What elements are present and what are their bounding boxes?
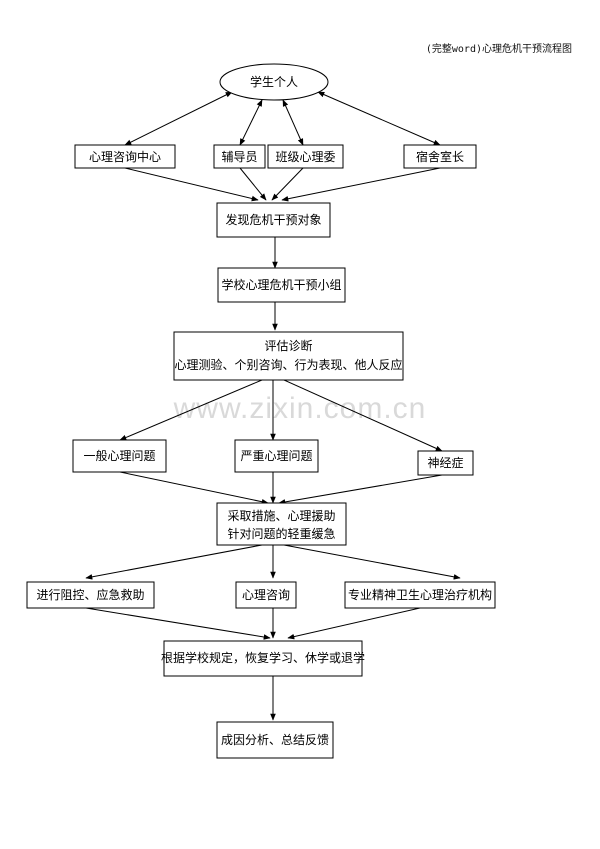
node-serious-label: 严重心理问题 [240,449,312,463]
edge-neurosis-measures [278,474,443,505]
edge-dorm-head-identify [281,167,441,202]
node-consult: 心理咨询 [235,581,297,609]
node-institution-label: 专业精神卫生心理治疗机构 [348,587,492,602]
node-counselor-label: 辅导员 [221,150,257,164]
node-emergency-label: 进行阻控、应急救助 [36,587,144,602]
node-consult-label: 心理咨询 [242,587,290,602]
node-summary: 成因分析、总结反馈 [216,721,334,759]
node-student: 学生个人 [219,63,329,101]
node-summary-label: 成因分析、总结反馈 [221,733,329,747]
node-measures: 采取措施、心理援助 针对问题的轻重缓急 [216,502,347,546]
edge-student-class-committee [282,99,304,146]
node-general: 一般心理问题 [72,439,167,473]
node-counseling-center-label: 心理咨询中心 [89,149,161,164]
node-assess-label-2: 心理测验、个别咨询、行为表现、他人反应 [174,357,402,372]
node-student-label: 学生个人 [250,74,298,89]
node-counseling-center: 心理咨询中心 [74,144,176,169]
edge-institution-outcome [287,607,421,640]
document-header: (完整word)心理危机干预流程图 [425,44,572,55]
node-school-group: 学校心理危机干预小组 [217,267,346,303]
edge-counselor-identify [239,167,267,201]
node-serious: 严重心理问题 [234,439,319,473]
node-general-label: 一般心理问题 [83,448,155,463]
edge-counseling-center-identify [124,167,259,202]
watermark: www.zixin.com.cn [173,392,427,425]
node-neurosis-label: 神经症 [427,455,463,470]
node-counselor: 辅导员 [213,144,266,169]
node-dorm-head-label: 宿舍室长 [416,149,464,164]
edge-student-dorm-head [317,91,441,146]
edge-measures-institution [283,544,461,580]
node-emergency: 进行阻控、应急救助 [26,581,155,609]
edges [85,91,461,721]
node-measures-label-2: 针对问题的轻重缓急 [227,526,335,541]
node-identify: 发现危机干预对象 [216,202,331,238]
edge-general-measures [119,471,269,505]
node-class-committee-label: 班级心理委 [275,150,335,164]
edge-student-counselor [239,99,263,146]
node-assess-label-1: 评估诊断 [264,338,312,353]
edge-assess-neurosis [283,379,443,452]
edge-assess-general [119,379,263,441]
node-outcome-label: 根据学校规定，恢复学习、休学或退学 [161,650,365,665]
node-class-committee: 班级心理委 [267,144,344,169]
node-school-group-label: 学校心理危机干预小组 [221,277,341,292]
edge-measures-emergency [85,544,263,580]
node-dorm-head: 宿舍室长 [403,144,477,169]
edge-student-counseling-center [124,91,233,146]
node-identify-label: 发现危机干预对象 [225,212,321,227]
edge-emergency-outcome [85,607,271,640]
node-assess: 评估诊断 心理测验、个别咨询、行为表现、他人反应 [173,331,404,381]
edge-class-committee-identify [271,167,304,201]
node-measures-label-1: 采取措施、心理援助 [227,509,335,523]
node-neurosis: 神经症 [417,450,474,476]
node-outcome: 根据学校规定，恢复学习、休学或退学 [161,640,365,677]
node-institution: 专业精神卫生心理治疗机构 [344,581,496,609]
